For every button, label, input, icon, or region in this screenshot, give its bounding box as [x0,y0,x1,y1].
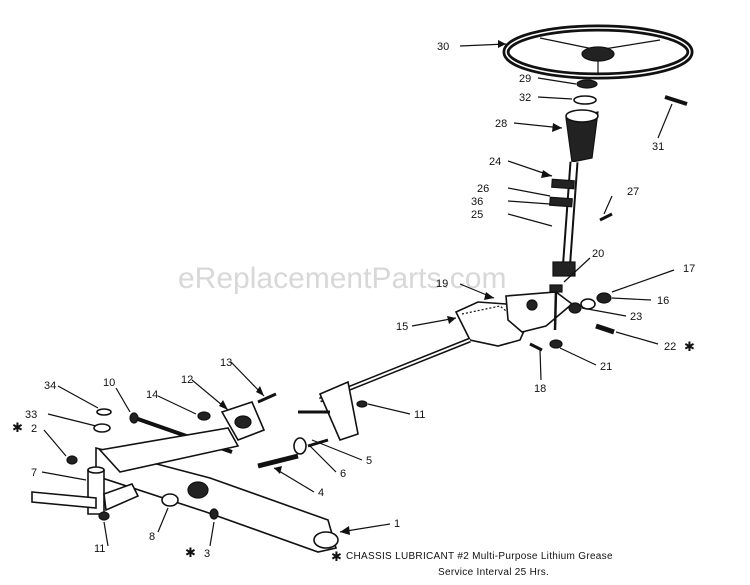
lubricant-note-line2: Service Interval 25 Hrs. [438,567,549,578]
callout-31: 31 [652,141,664,153]
grease-fitting-2 [66,455,78,465]
bracket-bolt [549,284,563,293]
front-axle [95,446,338,553]
callout-13: 13 [220,357,232,369]
callout-23: 23 [630,311,642,323]
callout-11-lower: 11 [94,543,105,555]
callout-34: 34 [44,380,56,392]
callout-18: 18 [534,383,546,395]
callout-14: 14 [146,389,158,401]
callout-5: 5 [366,455,372,467]
shaft-collar [551,178,575,190]
lubrication-star: ✱ [684,340,695,355]
callout-10: 10 [103,377,115,389]
pivot-plate [318,380,359,441]
callout-labels: 30 29 32 31 28 24 26 36 25 27 20 17 19 1… [12,41,695,561]
lubricant-note: ✱ CHASSIS LUBRICANT #2 Multi-Purpose Lit… [331,550,613,578]
callout-12: 12 [181,374,193,386]
callout-3: 3 [204,548,210,560]
roll-pin [664,95,688,106]
callout-25: 25 [471,209,483,221]
callout-15: 15 [396,321,408,333]
callout-2: 2 [31,423,37,435]
watermark: eReplacementParts.com [178,262,506,295]
callout-7: 7 [31,467,37,479]
callout-17: 17 [683,263,695,275]
callout-16: 16 [657,295,669,307]
leader-arrows [219,40,562,535]
callout-32: 32 [519,92,531,104]
nut-14 [197,411,211,421]
steering-wheel [502,24,694,80]
lubrication-star: ✱ [185,546,196,561]
leader-lines [41,43,675,547]
pinion-gear [552,261,576,277]
callout-11-upper: 11 [414,409,425,421]
callout-8: 8 [149,531,155,543]
pivot-pin-4 [257,453,299,469]
nut-17 [596,292,612,304]
callout-33: 33 [25,409,37,421]
steering-nut [576,79,598,89]
callout-22: 22 [664,341,676,353]
callout-27: 27 [627,186,639,198]
steering-bracket [505,291,574,333]
lubrication-star: ✱ [12,421,23,436]
callout-30: 30 [437,41,449,53]
callout-6: 6 [340,468,346,480]
callout-4: 4 [318,487,324,499]
callout-26: 26 [477,183,489,195]
callout-20: 20 [592,248,604,260]
lubricant-note-line1: CHASSIS LUBRICANT #2 Multi-Purpose Lithi… [346,551,613,562]
callout-36: 36 [471,196,483,208]
steering-washer [573,95,597,105]
shaft-pin [599,212,613,222]
callout-24: 24 [489,156,501,168]
spacer-6 [293,437,307,455]
callout-19: 19 [436,278,448,290]
callout-28: 28 [495,118,507,130]
washer-34 [96,408,112,416]
bolt-22 [595,323,615,335]
callout-21: 21 [600,361,612,373]
callout-1: 1 [394,518,400,530]
lubrication-star: ✱ [331,550,342,565]
callout-29: 29 [519,73,531,85]
